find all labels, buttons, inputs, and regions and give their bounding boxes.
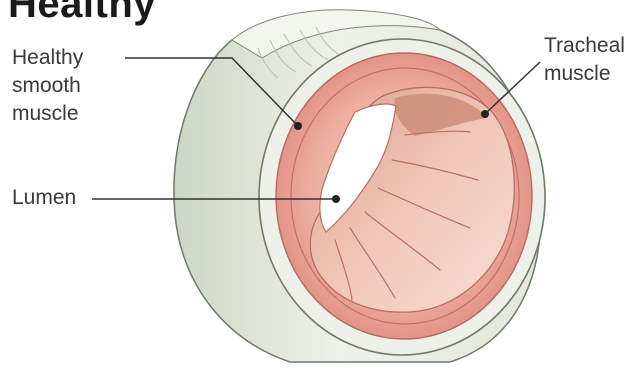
label-lumen: Lumen bbox=[12, 184, 76, 212]
label-line: Tracheal bbox=[544, 32, 625, 60]
dot-healthy-smooth-muscle bbox=[294, 122, 302, 130]
label-line: muscle bbox=[544, 60, 625, 88]
label-line: Lumen bbox=[12, 184, 76, 212]
label-line: Healthy bbox=[12, 44, 83, 72]
label-line: muscle bbox=[12, 100, 83, 128]
label-healthy-smooth-muscle: Healthy smooth muscle bbox=[12, 44, 83, 128]
dot-tracheal-muscle bbox=[481, 110, 489, 118]
label-tracheal-muscle: Tracheal muscle bbox=[544, 32, 625, 88]
dot-lumen bbox=[332, 195, 340, 203]
label-line: smooth bbox=[12, 72, 83, 100]
